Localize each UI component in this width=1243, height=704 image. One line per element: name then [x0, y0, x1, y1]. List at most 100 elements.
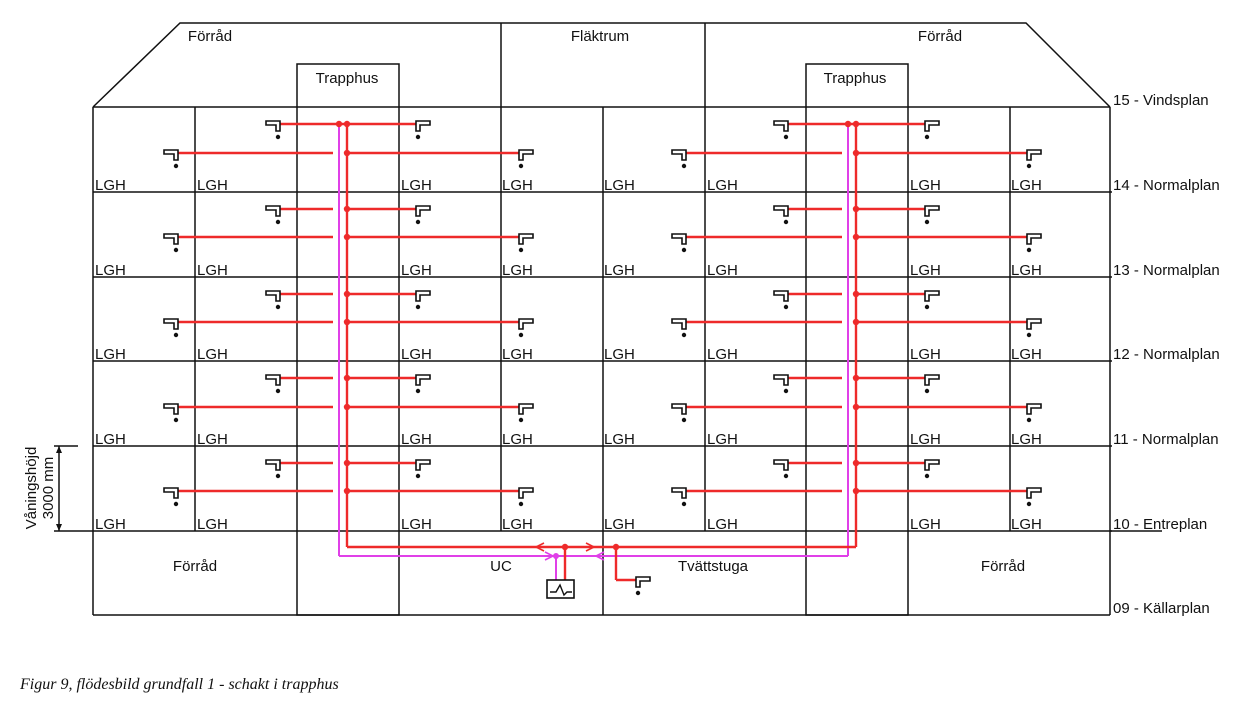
- roof-outline: [92, 22, 1111, 108]
- apartment-label: LGH: [604, 262, 635, 279]
- junction: [852, 233, 860, 241]
- floor-label: 11 - Normalplan: [1113, 431, 1219, 448]
- junction: [852, 318, 860, 326]
- dimension-arrow-bottom: [56, 524, 62, 531]
- apartment-label: LGH: [1011, 346, 1042, 363]
- tap-icon: [1026, 318, 1042, 338]
- apartment-label: LGH: [1011, 516, 1042, 533]
- water-drop-icon: [173, 247, 179, 253]
- water-drop-icon: [783, 388, 789, 394]
- apartment-label: LGH: [95, 177, 126, 194]
- tap-body: [265, 120, 281, 132]
- apartment-label: LGH: [604, 177, 635, 194]
- junction: [852, 205, 860, 213]
- tap-body: [671, 233, 687, 245]
- water-drop-icon: [415, 473, 421, 479]
- water-drop-icon: [924, 219, 930, 225]
- tap-body: [265, 205, 281, 217]
- tap-icon: [924, 120, 940, 140]
- floor-label: 12 - Normalplan: [1113, 346, 1220, 363]
- tap-icon: [773, 205, 789, 225]
- tap-body: [415, 120, 431, 132]
- basement-center-label: UC: [490, 558, 512, 575]
- junction: [343, 290, 351, 298]
- water-drop-icon: [783, 219, 789, 225]
- tap-icon: [924, 290, 940, 310]
- apartment-label: LGH: [95, 516, 126, 533]
- tap-icon: [773, 120, 789, 140]
- tap-body: [163, 233, 179, 245]
- water-drop-icon: [924, 388, 930, 394]
- tap-body: [671, 403, 687, 415]
- water-drop-icon: [518, 332, 524, 338]
- flow-arrow-left: [534, 542, 545, 552]
- fixtures: [163, 120, 1042, 599]
- tap-icon: [924, 459, 940, 479]
- tap-body: [518, 318, 534, 330]
- tap-icon: [265, 290, 281, 310]
- floor-label: 15 - Vindsplan: [1113, 92, 1209, 109]
- return-arrow-right: [594, 551, 605, 561]
- water-drop-icon: [924, 134, 930, 140]
- water-drop-icon: [275, 304, 281, 310]
- tap-icon: [518, 149, 534, 169]
- tap-body: [415, 205, 431, 217]
- water-drop-icon: [415, 134, 421, 140]
- floor-label: 13 - Normalplan: [1113, 262, 1220, 279]
- tap-body: [671, 149, 687, 161]
- apartment-label: LGH: [910, 346, 941, 363]
- tap-icon: [671, 149, 687, 169]
- junction: [561, 543, 569, 551]
- tap-body: [518, 233, 534, 245]
- water-drop-icon: [681, 163, 687, 169]
- tap-icon: [163, 233, 179, 253]
- junction: [343, 318, 351, 326]
- tap-body: [671, 487, 687, 499]
- water-drop-icon: [1026, 501, 1032, 507]
- basement-right-label: Förråd: [981, 558, 1025, 575]
- apartment-label: LGH: [401, 431, 432, 448]
- apartment-label: LGH: [502, 516, 533, 533]
- apartment-label: LGH: [95, 346, 126, 363]
- water-drop-icon: [275, 388, 281, 394]
- junction: [852, 120, 860, 128]
- junction: [852, 290, 860, 298]
- apartment-label: LGH: [1011, 177, 1042, 194]
- tap-body: [265, 459, 281, 471]
- junction: [852, 374, 860, 382]
- water-drop-icon: [415, 388, 421, 394]
- water-drop-icon: [1026, 247, 1032, 253]
- junction: [343, 403, 351, 411]
- water-drop-icon: [415, 304, 421, 310]
- tap-icon: [163, 403, 179, 423]
- junction: [343, 120, 351, 128]
- tap-body: [671, 318, 687, 330]
- tap-icon: [671, 318, 687, 338]
- tap-icon: [415, 290, 431, 310]
- floor-label: 09 - Källarplan: [1113, 600, 1210, 617]
- junction: [343, 459, 351, 467]
- tap-body: [518, 403, 534, 415]
- apartment-label: LGH: [401, 262, 432, 279]
- flow-arrow-right: [585, 542, 596, 552]
- junction: [852, 487, 860, 495]
- dimension-value: 3000 mm: [40, 457, 57, 520]
- water-drop-icon: [1026, 163, 1032, 169]
- tap-icon: [415, 205, 431, 225]
- figure-caption: Figur 9, flödesbild grundfall 1 - schakt…: [20, 676, 339, 693]
- apartment-label: LGH: [604, 346, 635, 363]
- apartment-label: LGH: [707, 346, 738, 363]
- apartment-label: LGH: [502, 431, 533, 448]
- tap-body: [1026, 318, 1042, 330]
- apartment-label: LGH: [197, 177, 228, 194]
- apartment-label: LGH: [707, 262, 738, 279]
- tap-body: [415, 374, 431, 386]
- tap-body: [163, 149, 179, 161]
- heater-symbol: [550, 583, 572, 597]
- tap-icon: [773, 374, 789, 394]
- apartment-label: LGH: [502, 177, 533, 194]
- tap-icon: [1026, 233, 1042, 253]
- apartment-label: LGH: [1011, 262, 1042, 279]
- water-drop-icon: [1026, 417, 1032, 423]
